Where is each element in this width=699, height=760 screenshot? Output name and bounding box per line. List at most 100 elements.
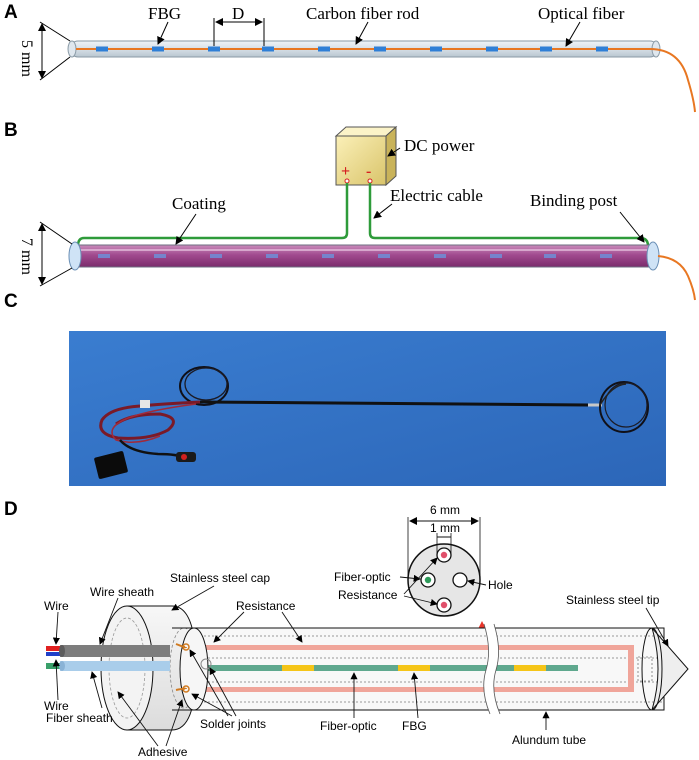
resistance-wire-top <box>186 645 634 650</box>
leader-fiber <box>565 21 581 47</box>
leader-fiber-sheath <box>90 671 103 709</box>
fbg-mark <box>434 254 446 258</box>
power-box-side <box>385 125 397 187</box>
tube-break-edge-right <box>493 623 501 715</box>
fiber-lead-right <box>599 383 627 406</box>
optical-fiber-b <box>657 255 696 301</box>
label-fiber-sheath: Fiber sheath <box>46 711 113 725</box>
label-alundum: Alundum tube <box>512 733 586 747</box>
leader-cs-res-bot <box>403 595 438 607</box>
leader-fbg <box>157 21 169 45</box>
solder-dot <box>182 643 190 651</box>
leader-rod <box>355 21 369 45</box>
power-minus: - <box>366 163 371 180</box>
rod-left-end <box>67 40 77 58</box>
cable-right <box>368 183 650 247</box>
fbg-mark <box>98 254 110 258</box>
label-hole: Hole <box>488 578 513 592</box>
fbg-mark <box>540 46 552 52</box>
fbg-mark <box>96 46 108 52</box>
label-d: D <box>232 4 244 23</box>
leader-cap <box>171 585 215 611</box>
fbg-segment <box>282 665 314 671</box>
label-wire-top: Wire <box>44 599 69 613</box>
leader-wire-bottom <box>52 659 60 701</box>
fbg-mark <box>596 46 608 52</box>
leader-wire-sheath <box>98 597 119 645</box>
fiber-optic-line <box>186 665 578 671</box>
label-wire-bottom: Wire <box>44 699 69 713</box>
leader-resistance-2 <box>281 611 303 643</box>
fbg-mark <box>378 254 390 258</box>
fbg-marks-b <box>98 254 612 258</box>
label-resistance: Resistance <box>236 599 296 613</box>
tip-base <box>641 627 663 711</box>
dc-power-box <box>335 135 387 186</box>
leader-solder-3 <box>209 667 237 717</box>
leader-adhesive-1 <box>117 691 159 747</box>
label-optical-fiber: Optical fiber <box>538 4 625 23</box>
fbg-segment <box>398 665 430 671</box>
power-plus: + <box>341 163 350 180</box>
right-binding-cap <box>646 241 660 271</box>
label-binding-post: Binding post <box>530 191 618 210</box>
solder-dot <box>200 658 212 670</box>
leader-coating <box>175 213 197 245</box>
fbg-mark <box>430 46 442 52</box>
label-tip: Stainless steel tip <box>566 593 660 607</box>
label-solder: Solder joints <box>200 717 266 731</box>
dim-7mm-top <box>39 221 73 245</box>
fbg-mark <box>486 46 498 52</box>
cs-resistance-top-core <box>440 551 448 559</box>
panel-c-photo <box>69 331 666 486</box>
fiber-coil-left-2 <box>184 367 228 401</box>
fiber-coil-left <box>179 366 229 406</box>
resistance-loop <box>628 645 634 692</box>
leader-tip <box>645 607 669 647</box>
fbg-mark <box>600 254 612 258</box>
wire-sheath <box>60 645 170 657</box>
leader-power <box>387 147 401 157</box>
photo-background <box>69 331 666 486</box>
wire-tie <box>140 400 150 408</box>
leader-resistance-1 <box>213 611 245 643</box>
leader-post <box>619 211 645 243</box>
cs-resistance-bottom-core <box>440 601 448 609</box>
dim-5mm-top <box>39 21 71 42</box>
fiber-coil-right <box>599 381 649 433</box>
label-adhesive: Adhesive <box>138 745 188 759</box>
label-steel-cap: Stainless steel cap <box>170 571 270 585</box>
label-fbg-a: FBG <box>148 4 181 23</box>
wire-red <box>46 646 64 651</box>
leader-cs-fiber <box>399 574 421 582</box>
fbg-mark <box>318 46 330 52</box>
cs-hole <box>452 572 468 588</box>
leader-adhesive-2 <box>165 699 184 747</box>
solder-dot <box>182 685 190 693</box>
label-5mm: 5 mm <box>18 40 35 77</box>
terminal-minus <box>367 178 373 184</box>
connector-red <box>181 454 187 460</box>
label-electric-cable: Electric cable <box>390 186 483 205</box>
cs-fiber-optic-core <box>424 576 432 584</box>
leader-wire-top <box>52 611 60 645</box>
label-1mm: 1 mm <box>430 521 460 535</box>
terminal-plus <box>344 178 350 184</box>
leader-solder-2 <box>191 693 233 717</box>
fbg-marks <box>96 46 608 52</box>
panel-a-diagram: FBG D Carbon fiber rod Optical fiber 5 m… <box>18 4 696 113</box>
tube-break-edge-left <box>483 623 491 715</box>
label-resistance-cs: Resistance <box>338 588 398 602</box>
label-fiber-optic-cs: Fiber-optic <box>334 570 391 584</box>
tube-dotted-lines <box>196 635 662 703</box>
fbg-mark <box>266 254 278 258</box>
cross-section: 6 mm 1 mm Fiber-optic Resistance Hole <box>334 503 513 650</box>
cable-left <box>76 183 349 247</box>
panel-d-diagram: 6 mm 1 mm Fiber-optic Resistance Hole <box>44 503 689 759</box>
leader-cs-hole <box>467 578 487 586</box>
tip-inner-box <box>637 656 653 682</box>
probe-rod <box>199 400 589 407</box>
fbg-mark <box>210 254 222 258</box>
label-wire-sheath: Wire sheath <box>90 585 154 599</box>
fiber-sheath-end <box>59 661 65 671</box>
